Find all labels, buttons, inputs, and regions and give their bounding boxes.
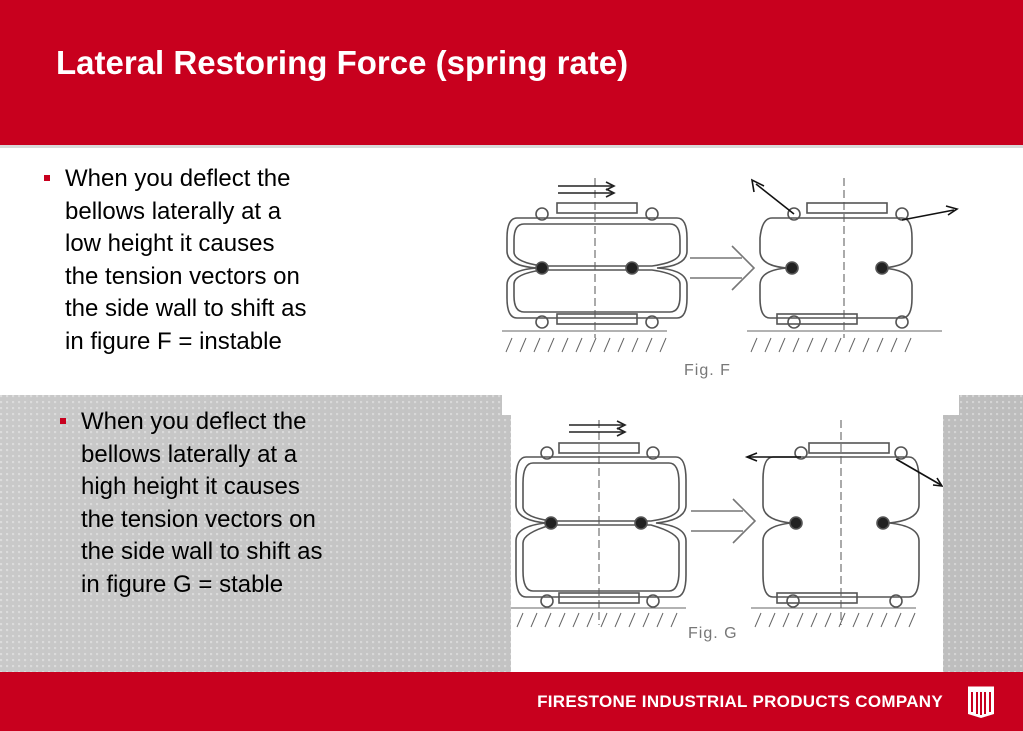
bullet-marker (44, 175, 50, 181)
bullet-line: the side wall to shift as (65, 295, 307, 322)
deflection-arrow-g (691, 498, 757, 544)
push-arrows-g (569, 420, 627, 437)
bullet-line: When you deflect the (65, 165, 291, 192)
figure-f: Fig. F (502, 148, 959, 415)
figure-f-drawing (502, 178, 959, 353)
bullet-line: high height it causes (81, 473, 300, 500)
push-arrows-f (558, 181, 616, 198)
figure-g: Fig. G (511, 415, 943, 672)
bullet-line: in figure G = stable (81, 570, 284, 598)
bullet-line: the side wall to shift as (81, 538, 323, 565)
ground-hatch-f (502, 330, 942, 353)
figure-label: Fig. F (684, 362, 731, 379)
bullet-line: in figure F = instable (65, 327, 282, 355)
bullet-item: When you deflect the bellows laterally a… (44, 163, 307, 358)
ground-hatch-g (511, 607, 916, 628)
bullet-line: When you deflect the (81, 408, 307, 435)
bullet-marker (60, 418, 66, 424)
bullet-line: the tension vectors on (81, 505, 316, 533)
header-divider (0, 145, 1023, 148)
bullet-line: bellows laterally at a (81, 440, 298, 468)
bellows-right-g (762, 420, 920, 625)
bullet-line: the tension vectors on (65, 262, 300, 290)
firestone-logo-icon (968, 686, 994, 718)
slide-title: Lateral Restoring Force (spring rate) (56, 44, 629, 81)
bellows-left-g (515, 420, 687, 625)
tension-vectors-f (750, 178, 959, 221)
bullet-line: bellows laterally at a (65, 197, 282, 225)
figure-label: Fig. G (688, 625, 738, 642)
company-name: FIRESTONE INDUSTRIAL PRODUCTS COMPANY (537, 692, 943, 711)
bullet-line: low height it causes (65, 230, 275, 257)
deflection-arrow-f (690, 245, 756, 291)
bellows-right-f (759, 178, 913, 338)
slide-header: Lateral Restoring Force (spring rate) (0, 0, 1023, 145)
bullet-item: When you deflect the bellows laterally a… (60, 406, 323, 601)
bellows-left-f (506, 178, 688, 338)
slide-footer: FIRESTONE INDUSTRIAL PRODUCTS COMPANY (0, 672, 1023, 731)
figure-g-drawing (511, 420, 943, 628)
tension-vectors-g (744, 452, 943, 487)
